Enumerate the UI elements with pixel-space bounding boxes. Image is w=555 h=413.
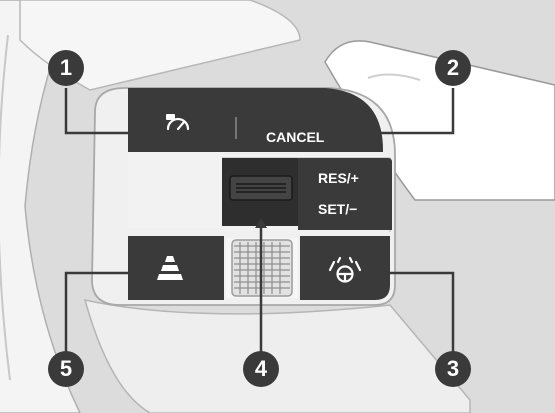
upper-spoke bbox=[19, 0, 301, 91]
cancel-label: CANCEL bbox=[266, 129, 325, 145]
callout-1: 1 bbox=[48, 50, 84, 86]
lkas-button bbox=[300, 236, 390, 300]
top-button-bar bbox=[128, 88, 383, 152]
lane-keeping-assist-icon bbox=[328, 256, 362, 283]
meter-arc bbox=[166, 117, 190, 131]
callout-arrowheads bbox=[130, 127, 390, 279]
set-label: SET/− bbox=[318, 201, 358, 217]
res-set-label-plate bbox=[298, 158, 392, 230]
thumb-wheel-knurling bbox=[234, 242, 290, 294]
callout-2: 2 bbox=[435, 50, 471, 86]
meter-car bbox=[166, 114, 175, 120]
panel-blank-area bbox=[128, 152, 224, 228]
rim-highlight bbox=[0, 34, 11, 381]
meter-needle bbox=[176, 120, 186, 131]
following-distance-icon bbox=[157, 256, 183, 280]
lower-spoke bbox=[83, 299, 471, 413]
res-label: RES/+ bbox=[318, 170, 359, 186]
callout-5: 5 bbox=[48, 351, 84, 387]
callout-leaders bbox=[64, 88, 455, 357]
cruise-control-meter-icon bbox=[166, 114, 190, 131]
paddle-detail bbox=[367, 73, 421, 81]
callout-4: 4 bbox=[243, 351, 279, 387]
callout-3: 3 bbox=[435, 351, 471, 387]
